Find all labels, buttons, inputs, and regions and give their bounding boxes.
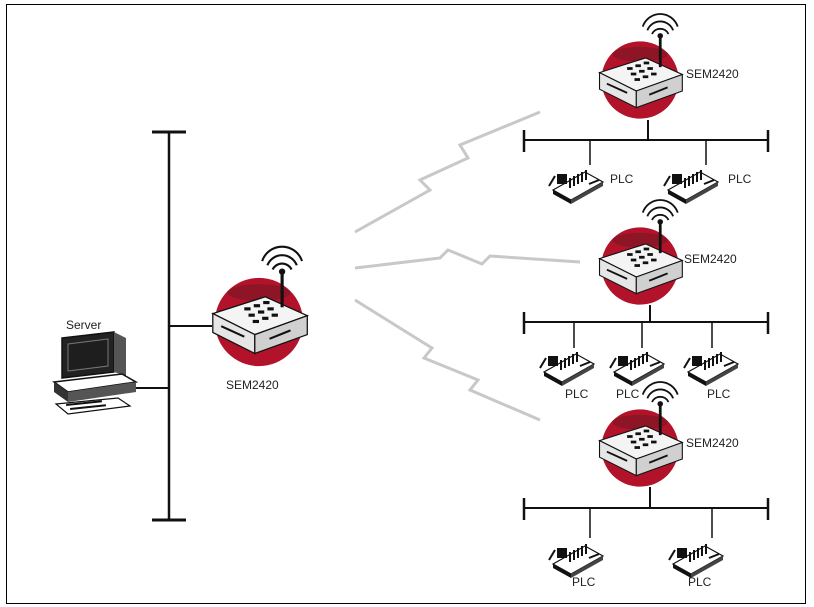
plc-icon: [668, 543, 724, 579]
plc-label: PLC: [707, 387, 731, 401]
remote-device-label-2: SEM2420: [684, 252, 737, 266]
server-icon: [51, 331, 139, 415]
plc-label: PLC: [572, 575, 596, 589]
wireless-link-1: [354, 110, 541, 234]
plc-label: PLC: [688, 575, 712, 589]
plc-label: PLC: [610, 172, 634, 186]
remote-device-icon: [598, 198, 684, 307]
diagram-frame: [6, 4, 806, 604]
plc-label: PLC: [565, 387, 589, 401]
remote-device-icon: [598, 12, 684, 121]
plc-icon: [609, 351, 665, 387]
remote-device-icon: [598, 380, 684, 489]
wireless-link-2: [354, 248, 581, 270]
plc-icon: [683, 351, 739, 387]
remote-group-2: [522, 198, 770, 387]
plc-label: PLC: [616, 387, 640, 401]
plc-icon: [548, 169, 604, 205]
wireless-link-3: [354, 298, 541, 422]
central-device-label: SEM2420: [226, 378, 279, 392]
server-label: Server: [66, 318, 102, 332]
remote-group-1: [522, 12, 770, 205]
plc-label: PLC: [728, 172, 752, 186]
plc-icon: [663, 169, 719, 205]
remote-device-label-3: SEM2420: [686, 436, 739, 450]
plc-icon: [548, 543, 604, 579]
plc-icon: [539, 351, 595, 387]
remote-group-3: [522, 380, 770, 579]
remote-device-label-1: SEM2420: [686, 67, 739, 81]
central-device-icon: [211, 245, 309, 368]
